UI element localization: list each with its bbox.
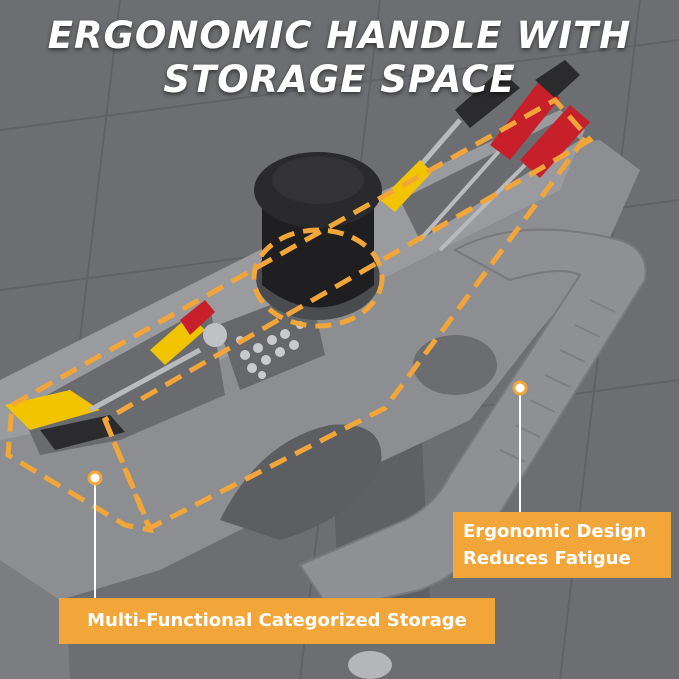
headline-line-1: ERGONOMIC HANDLE WITH bbox=[47, 14, 632, 57]
cart-wheel bbox=[348, 651, 392, 679]
storage-leader-dot bbox=[87, 470, 103, 486]
cup-holder-highlight bbox=[251, 227, 385, 329]
design-leader-dot bbox=[512, 380, 528, 396]
callout-design-line-1: Ergonomic Design bbox=[463, 521, 647, 542]
ergonomic-design-callout: Ergonomic Design Reduces Fatigue bbox=[453, 512, 671, 578]
headline-line-2: STORAGE SPACE bbox=[163, 58, 516, 101]
storage-callout: Multi-Functional Categorized Storage bbox=[59, 598, 495, 644]
handle-grip-ridges bbox=[499, 299, 616, 463]
callout-design-line-2: Reduces Fatigue bbox=[463, 548, 631, 569]
left-tools bbox=[5, 300, 227, 450]
tray-opening bbox=[220, 424, 382, 540]
screws bbox=[236, 321, 304, 379]
tray-recess bbox=[413, 335, 497, 395]
